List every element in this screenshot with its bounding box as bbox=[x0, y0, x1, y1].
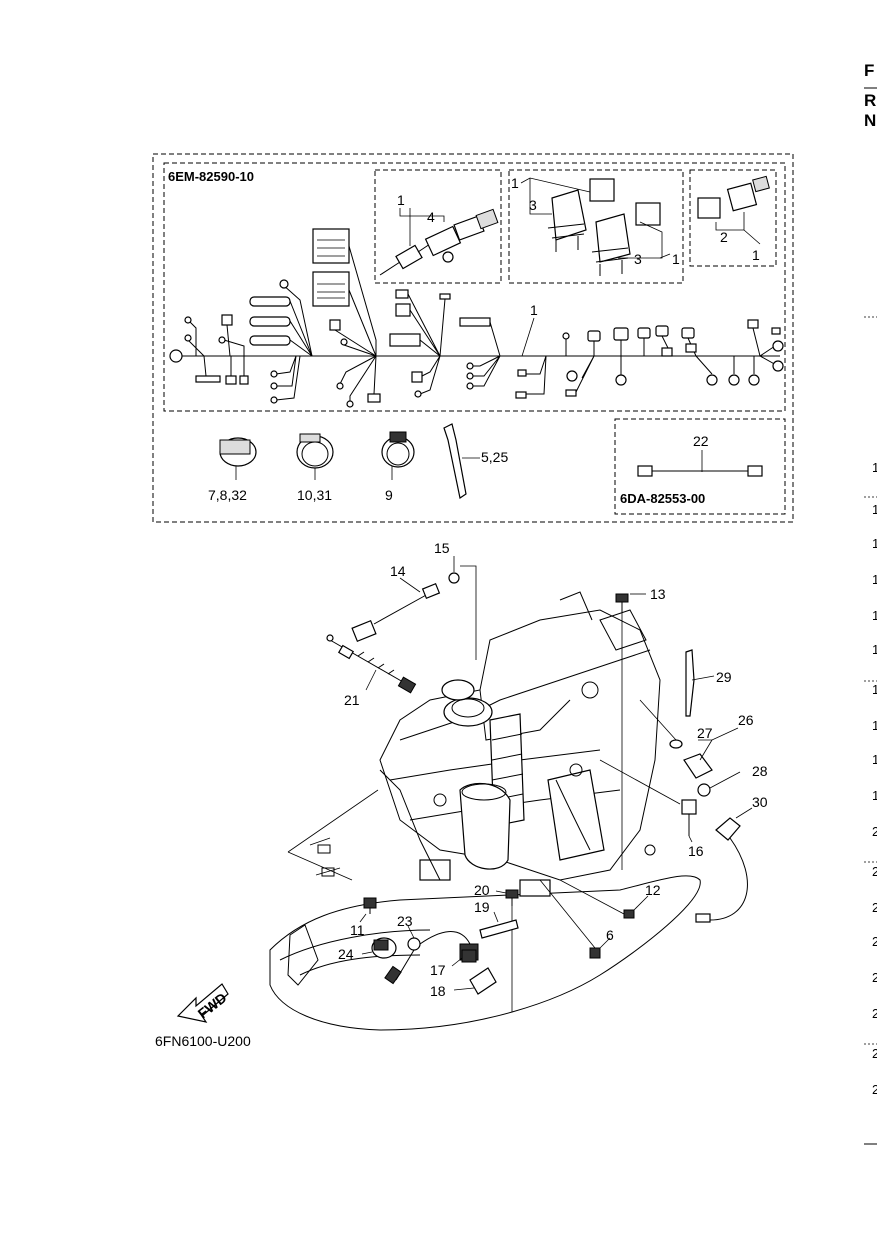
callout-number: 1 bbox=[752, 247, 760, 263]
callout-number: 1 bbox=[530, 302, 538, 318]
part-18-icon bbox=[469, 967, 497, 995]
figure-code: 6FN6100-U200 bbox=[155, 1033, 251, 1049]
callout-number: 1 bbox=[511, 175, 519, 191]
cap-small-inset-box bbox=[689, 169, 777, 267]
fwd-arrow-icon: FWD bbox=[176, 983, 230, 1023]
callout-number: 17 bbox=[430, 962, 446, 978]
callout-number: 13 bbox=[650, 586, 666, 602]
callout-number: 24 bbox=[338, 946, 354, 962]
clamp-c-icon bbox=[381, 431, 415, 468]
callout-number: 23 bbox=[397, 913, 413, 929]
callout-number: 3 bbox=[529, 197, 537, 213]
clamp-a-icon bbox=[219, 437, 257, 467]
cable-tie-icon bbox=[443, 423, 467, 499]
edge-text: 1 bbox=[872, 752, 877, 767]
edge-text: 2 bbox=[872, 1082, 877, 1097]
callout-number: 22 bbox=[693, 433, 709, 449]
harness-frame bbox=[163, 162, 786, 412]
edge-text: N bbox=[864, 111, 876, 130]
next-page-edge: F R N 1 1 1 1 1 1 1 1 1 1 2 2 2 2 2 2 2 … bbox=[864, 61, 877, 1145]
edge-text: 2 bbox=[872, 934, 877, 949]
callout-number: 14 bbox=[390, 563, 406, 579]
callout-number: 9 bbox=[385, 487, 393, 503]
grommet-24-icon bbox=[371, 937, 397, 959]
callout-number: 19 bbox=[474, 899, 490, 915]
engine-block-drawing bbox=[269, 591, 701, 1031]
bolt-20-icon bbox=[505, 889, 519, 906]
edge-text: 1 bbox=[872, 502, 877, 517]
edge-text: 1 bbox=[872, 718, 877, 733]
edge-text: 2 bbox=[872, 824, 877, 839]
wire-harness-icon bbox=[169, 228, 784, 408]
edge-text: 1 bbox=[872, 608, 877, 623]
bolt-11-icon bbox=[363, 897, 377, 914]
clamp-b-icon bbox=[296, 433, 334, 469]
sensor-26-icon bbox=[669, 739, 713, 797]
callout-number: 3 bbox=[634, 251, 642, 267]
callout-number: 29 bbox=[716, 669, 732, 685]
part-17-icon bbox=[461, 949, 477, 963]
edge-text: 2 bbox=[872, 900, 877, 915]
harness-part-number: 6EM-82590-10 bbox=[168, 169, 254, 184]
edge-text: R bbox=[864, 91, 876, 110]
edge-text: 1 bbox=[872, 460, 877, 475]
bolt-6-icon bbox=[589, 947, 601, 959]
bolt-13-icon bbox=[615, 593, 629, 612]
cable-tie-29-icon bbox=[685, 649, 695, 717]
sub-harness-part-number: 6DA-82553-00 bbox=[620, 491, 705, 506]
callout-number: 20 bbox=[474, 882, 490, 898]
callout-number: 26 bbox=[738, 712, 754, 728]
small-coupler-icon bbox=[697, 175, 770, 219]
callout-number: 6 bbox=[606, 927, 614, 943]
callout-number: 30 bbox=[752, 794, 768, 810]
edge-text: 2 bbox=[872, 1006, 877, 1021]
edge-text: 1 bbox=[872, 642, 877, 657]
sensor-16-icon bbox=[681, 799, 697, 836]
callout-number: 1 bbox=[397, 192, 405, 208]
callout-number: 12 bbox=[645, 882, 661, 898]
bolt-12-icon bbox=[623, 909, 635, 919]
callout-number: 1 bbox=[672, 251, 680, 267]
edge-text: 1 bbox=[872, 788, 877, 803]
callout-number: 7,8,32 bbox=[208, 487, 247, 503]
callout-number: 15 bbox=[434, 540, 450, 556]
coupler-icon bbox=[379, 208, 499, 276]
edge-text: 2 bbox=[872, 864, 877, 879]
sub-harness-frame bbox=[614, 418, 786, 515]
cap-lead-30-icon bbox=[695, 817, 748, 923]
callout-number: 11 bbox=[350, 922, 365, 938]
callout-number: 21 bbox=[344, 692, 360, 708]
callout-number: 16 bbox=[688, 843, 704, 859]
edge-text: 1 bbox=[872, 572, 877, 587]
edge-text: 2 bbox=[872, 1046, 877, 1061]
edge-text: 1 bbox=[872, 682, 877, 697]
callout-number: 27 bbox=[697, 725, 713, 741]
harness-kit-frame bbox=[152, 153, 794, 523]
edge-text: 2 bbox=[872, 970, 877, 985]
bracket-19-icon bbox=[479, 919, 519, 939]
callout-number: 5,25 bbox=[481, 449, 508, 465]
callout-number: 18 bbox=[430, 983, 446, 999]
callout-number: 28 bbox=[752, 763, 768, 779]
callout-number: 2 bbox=[720, 229, 728, 245]
temperature-sensor-icon bbox=[351, 572, 460, 643]
sub-harness-lead-icon bbox=[637, 465, 763, 477]
callout-number: 10,31 bbox=[297, 487, 332, 503]
edge-text: F bbox=[864, 61, 874, 80]
rubber-cap-icon bbox=[547, 178, 661, 276]
thermo-switch-icon bbox=[326, 634, 417, 694]
callout-number: 4 bbox=[427, 209, 435, 225]
edge-text: 1 bbox=[872, 536, 877, 551]
